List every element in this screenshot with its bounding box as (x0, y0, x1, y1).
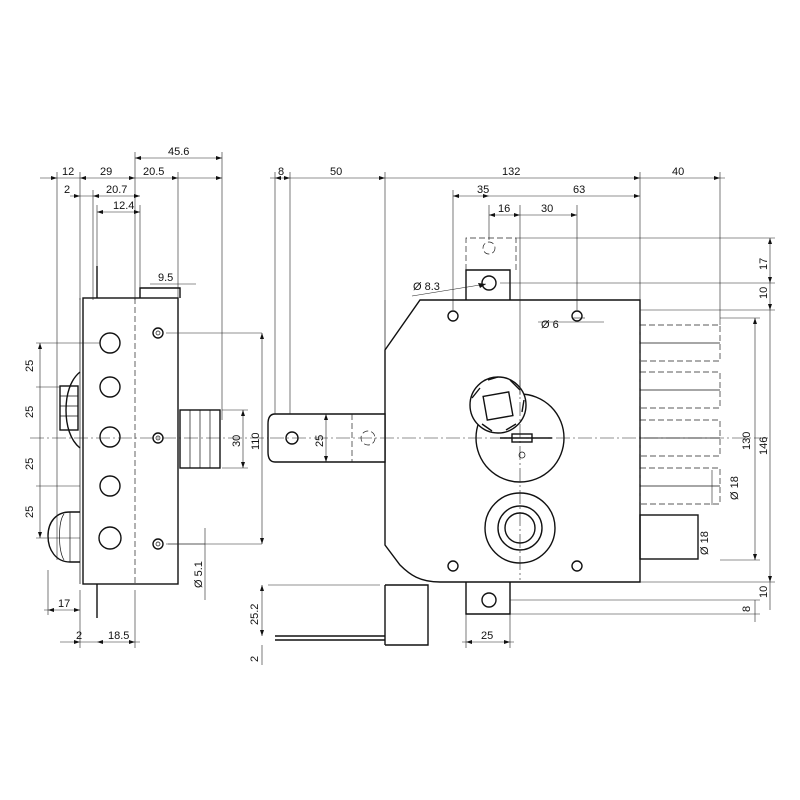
bolt-hole-4 (99, 475, 121, 497)
knob-outline (47, 511, 80, 563)
dim-8: 8 (278, 166, 284, 178)
dim-20-7: 20.7 (106, 184, 127, 196)
dim-110: 110 (250, 432, 262, 450)
dim-25-2: 25.2 (249, 604, 261, 625)
fix-hole-2 (571, 310, 583, 322)
screw-hole-1 (152, 327, 164, 339)
dim-25-d: 25 (24, 506, 36, 518)
front-dimensions (270, 172, 775, 648)
dim-25-a: 25 (24, 360, 36, 372)
dim-29: 29 (100, 166, 112, 178)
dim-40: 40 (672, 166, 684, 178)
dim-45-6: 45.6 (168, 146, 189, 158)
tab-hole-upper (481, 275, 497, 291)
dim-25-b: 25 (24, 406, 36, 418)
top-tab-ghost (465, 237, 517, 270)
dim-2-top: 2 (64, 184, 70, 196)
fix-hole-4 (571, 560, 583, 572)
dim-dia-6: Ø 6 (541, 319, 559, 331)
side-view (30, 266, 270, 618)
dim-146: 146 (758, 437, 770, 455)
latch-bolt (639, 514, 699, 560)
dim-12-4: 12.4 (113, 200, 134, 212)
plate-detail (260, 584, 429, 665)
dim-16: 16 (498, 203, 510, 215)
dim-10-right-a: 10 (758, 287, 770, 299)
bolt-hole-2 (99, 376, 121, 398)
dim-dia-18-a: Ø 18 (729, 476, 741, 500)
side-dimensions (36, 152, 264, 648)
fix-hole-3 (447, 560, 459, 572)
spindle-square (482, 391, 514, 421)
dim-dia-8-3: Ø 8.3 (413, 281, 440, 293)
dim-30-mid: 30 (231, 435, 243, 447)
fix-hole-1 (447, 310, 459, 322)
top-tab (465, 269, 511, 300)
dim-17-right: 17 (758, 258, 770, 270)
plate-bracket (385, 584, 429, 646)
dim-arm-25: 25 (314, 435, 326, 447)
bottom-tab (465, 582, 511, 615)
cylinder-rose (65, 371, 81, 449)
front-view (267, 237, 770, 615)
lock-case (384, 299, 641, 583)
bolt-hole-1 (99, 332, 121, 354)
dim-25-c: 25 (24, 458, 36, 470)
dim-12: 12 (62, 166, 74, 178)
screw-hole-3 (152, 538, 164, 550)
cylinder-mid (497, 505, 543, 551)
dim-9-5: 9.5 (158, 272, 173, 284)
side-body (82, 297, 179, 585)
cylinder-front (59, 385, 79, 431)
dimension-labels: 12 29 45.6 20.5 2 20.7 12.4 9.5 8 50 132… (24, 146, 770, 662)
dim-17-bottom: 17 (58, 598, 70, 610)
side-top-tab (139, 287, 181, 298)
dim-25-bottom: 25 (481, 630, 493, 642)
dim-30-top: 30 (541, 203, 553, 215)
dim-130: 130 (741, 432, 753, 450)
dim-132: 132 (502, 166, 520, 178)
dim-50: 50 (330, 166, 342, 178)
tab-hole-lower (481, 592, 497, 608)
dim-8-right: 8 (741, 606, 753, 612)
dim-63: 63 (573, 184, 585, 196)
dim-20-5: 20.5 (143, 166, 164, 178)
dim-dia-5-1: Ø 5.1 (193, 561, 205, 588)
cylinder-hole (98, 526, 122, 550)
bolt-hole-3 (99, 426, 121, 448)
deadbolts (639, 324, 721, 560)
dim-35: 35 (477, 184, 489, 196)
dim-10-right-b: 10 (758, 586, 770, 598)
dim-2-plate: 2 (249, 656, 261, 662)
dim-dia-18-b: Ø 18 (699, 531, 711, 555)
dim-18-5: 18.5 (108, 630, 129, 642)
dim-2-bottom: 2 (76, 630, 82, 642)
cam-gear (469, 376, 527, 434)
